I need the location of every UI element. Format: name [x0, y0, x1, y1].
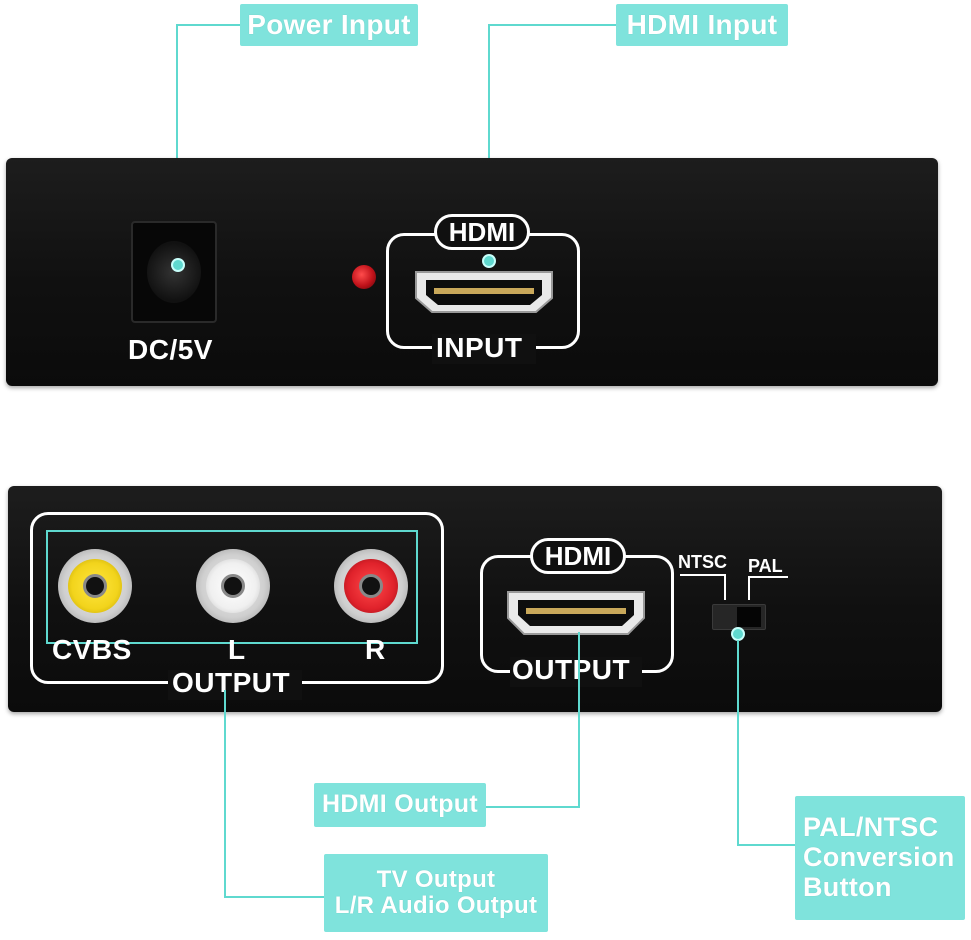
- hdmi-output-callout: HDMI Output: [314, 783, 486, 827]
- hdmi-output-port: [504, 588, 648, 638]
- l-label: L: [228, 634, 246, 665]
- input-label: INPUT: [436, 332, 523, 363]
- hdmi-input-callout: HDMI Input: [616, 4, 788, 46]
- power-input-leader-v: [176, 24, 178, 264]
- power-input-leader-h: [176, 24, 240, 26]
- hdmi-output-callout-label: HDMI Output: [321, 790, 479, 819]
- pal-ntsc-leader-v: [737, 640, 739, 846]
- switch-knob: [737, 607, 761, 627]
- pal-ntsc-point: [731, 627, 745, 641]
- av-output-inner-guide: [46, 530, 418, 644]
- pal-ntsc-line1: PAL/NTSC: [803, 812, 939, 843]
- input-label-bg: [432, 334, 536, 364]
- tv-output-leader-v: [224, 690, 226, 898]
- pal-ntsc-switch[interactable]: [712, 604, 766, 630]
- hdmi-output-leader-h: [486, 806, 580, 808]
- power-led-icon: [352, 265, 376, 289]
- dc-label: DC/5V: [128, 334, 213, 365]
- tv-output-line1: TV Output: [376, 865, 496, 893]
- pal-ntsc-callout: PAL/NTSC Conversion Button: [795, 796, 965, 920]
- tv-output-line2: L/R Audio Output: [334, 892, 538, 919]
- hdmi-output-badge: HDMI: [530, 538, 626, 574]
- hdmi-port-icon: [507, 591, 645, 635]
- power-input-callout: Power Input: [240, 4, 418, 46]
- hdmi-input-label: HDMI Input: [626, 8, 778, 40]
- dc-power-jack: [131, 221, 217, 323]
- av-output-label: OUTPUT: [172, 667, 291, 698]
- hdmi-output-label-bg: [510, 657, 642, 687]
- tv-output-callout: TV Output L/R Audio Output: [324, 854, 548, 932]
- output-label-bg: [168, 670, 302, 700]
- ntsc-label: NTSC: [678, 552, 727, 572]
- power-input-label: Power Input: [247, 8, 411, 40]
- pal-label: PAL: [748, 556, 783, 576]
- rca-video-jack: [58, 549, 132, 623]
- rear-panel: [8, 486, 942, 712]
- hdmi-output-label: OUTPUT: [512, 654, 631, 685]
- rca-left-jack: [196, 549, 270, 623]
- ntsc-bracket: [680, 574, 726, 600]
- hdmi-input-point: [482, 254, 496, 268]
- hdmi-input-leader-v: [488, 24, 490, 260]
- dc-jack-socket: [147, 241, 201, 303]
- pal-ntsc-line3: Button: [803, 871, 892, 902]
- hdmi-input-badge: HDMI: [434, 214, 530, 250]
- power-input-point: [171, 258, 185, 272]
- pal-ntsc-leader-h: [737, 844, 795, 846]
- r-label: R: [365, 634, 386, 665]
- hdmi-input-leader-h: [488, 24, 616, 26]
- cvbs-label: CVBS: [52, 634, 132, 665]
- pal-ntsc-line2: Conversion: [803, 842, 955, 873]
- pal-bracket: [748, 576, 788, 600]
- tv-output-leader-h: [224, 896, 324, 898]
- hdmi-port-icon: [415, 271, 553, 313]
- hdmi-output-leader-v: [578, 632, 580, 808]
- rca-right-jack: [334, 549, 408, 623]
- hdmi-input-port: [412, 268, 556, 316]
